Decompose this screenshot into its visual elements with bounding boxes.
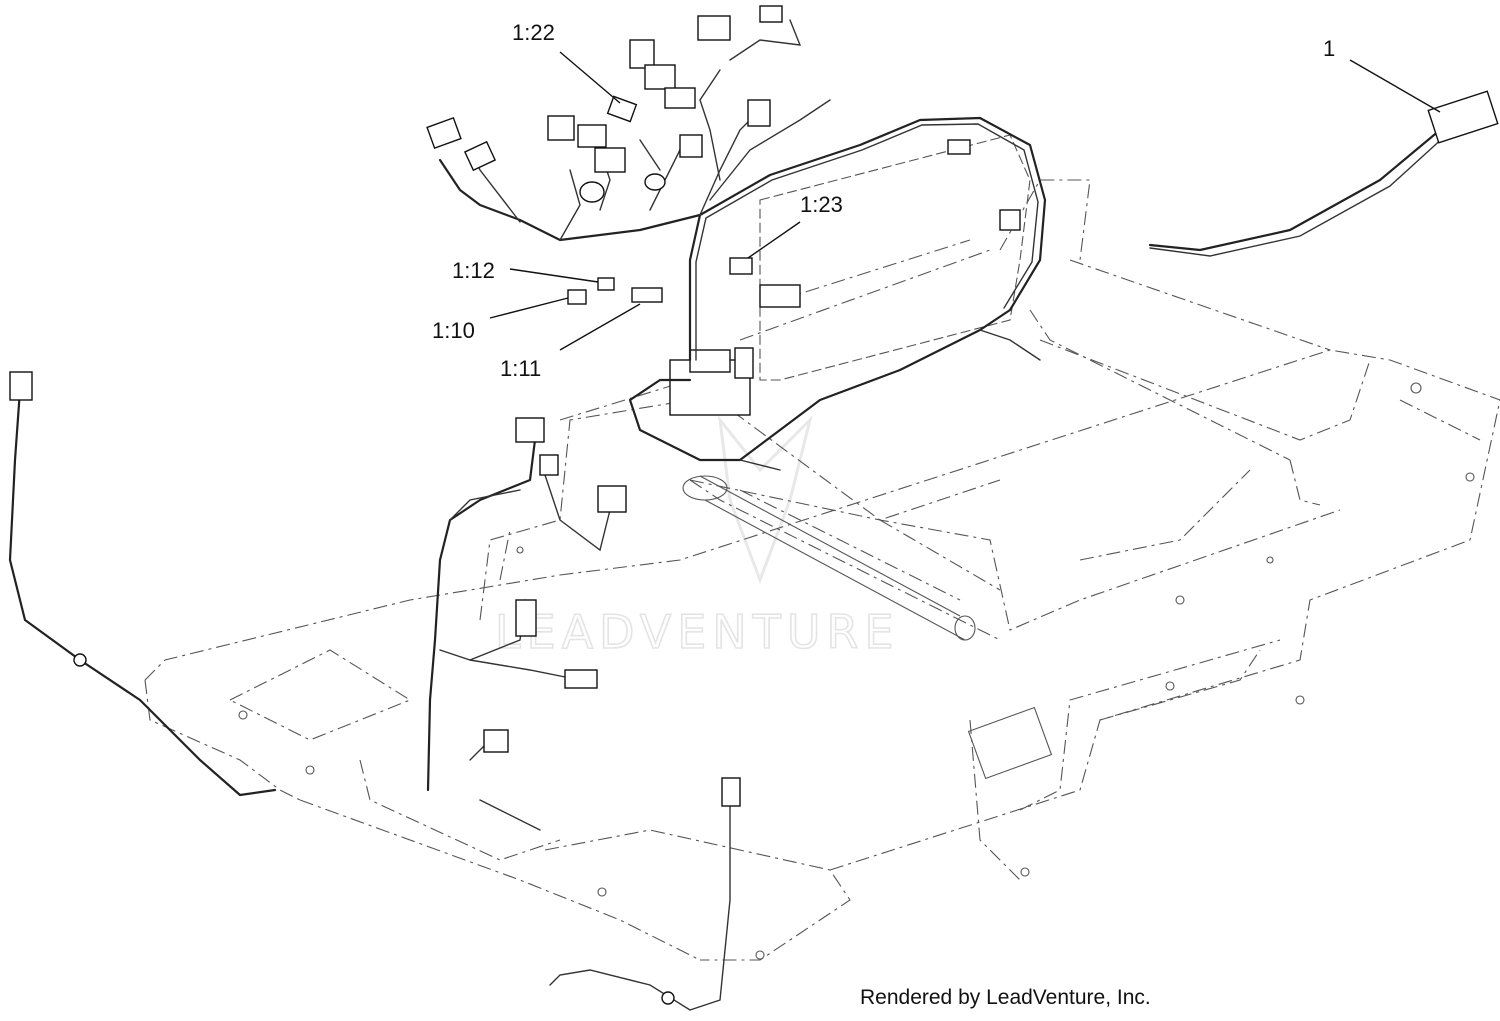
callout-1-12: 1:12 xyxy=(452,258,495,283)
connector xyxy=(515,417,545,443)
callout-1: 1 xyxy=(1323,36,1335,61)
harness-1-connector xyxy=(1427,90,1499,144)
footer-credit: Rendered by LeadVenture, Inc. xyxy=(860,986,1151,1009)
left-connector xyxy=(9,371,33,401)
leader-1-12 xyxy=(509,268,599,283)
watermark-text: LEADVENTURE xyxy=(495,605,900,659)
lower-harness xyxy=(8,371,741,1011)
callout-1-23: 1:23 xyxy=(800,192,843,217)
leader-1-11 xyxy=(559,303,641,351)
leader-1-23 xyxy=(747,221,801,259)
callout-1-11: 1:11 xyxy=(500,356,541,381)
leader-1 xyxy=(1349,59,1441,113)
watermark: LEADVENTURE xyxy=(494,414,900,660)
harness-1 xyxy=(1148,90,1499,257)
main-harness xyxy=(426,5,1047,471)
callout-1-22: 1:22 xyxy=(512,20,555,45)
connector-1-22 xyxy=(606,95,638,123)
callout-labels: 1 1:22 1:23 1:12 1:10 1:11 xyxy=(432,20,1335,381)
connector xyxy=(426,116,462,150)
terminal-1-11 xyxy=(631,287,663,303)
leader-lines xyxy=(489,51,1441,351)
control-panel xyxy=(669,134,1031,416)
fuse-1-23 xyxy=(729,257,753,275)
relay-block xyxy=(759,284,801,308)
leader-1-10 xyxy=(489,297,569,319)
mower-frame xyxy=(144,179,1500,961)
leader-1-22 xyxy=(559,51,621,104)
callout-1-10: 1:10 xyxy=(432,318,475,343)
terminal-1-12 xyxy=(597,277,615,291)
terminal-1-10 xyxy=(567,289,587,305)
